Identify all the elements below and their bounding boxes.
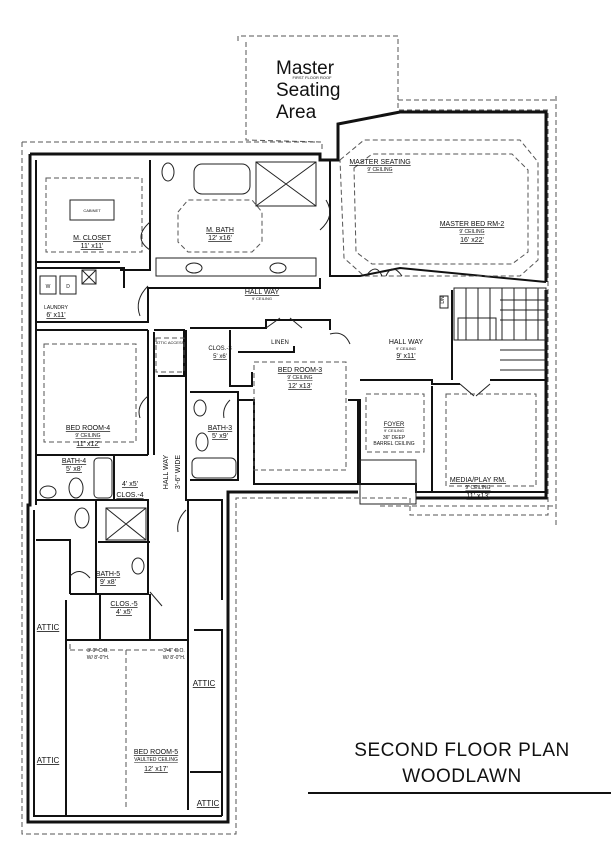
bath3-size: 5' x9'	[212, 433, 228, 440]
m-closet-name: M. CLOSET	[73, 235, 111, 242]
master-tray-ceiling	[177, 139, 539, 277]
bath5-size: 9' x8'	[100, 579, 116, 586]
hall-top-name: HALL WAY	[245, 289, 280, 296]
cabinet-label: CABINET	[83, 208, 101, 213]
interior-walls	[36, 160, 547, 816]
bed3-ceiling: 9' CEILING	[287, 375, 312, 381]
bed3-size: 12' x13'	[288, 383, 312, 390]
master-bed-size: 16' x22'	[460, 237, 484, 244]
bed3-name: BED ROOM-3	[278, 367, 322, 374]
bath4-name: BATH-4	[62, 458, 86, 465]
bed4-ceiling: 9' CEILING	[75, 433, 100, 439]
bed5-size: 12' x17'	[144, 766, 168, 773]
m-bath-name: M. BATH	[206, 227, 234, 234]
media-size: 11' x13'	[466, 493, 489, 500]
hall-right-name: HALL WAY	[389, 339, 424, 346]
doors	[69, 199, 491, 607]
dryer-label: D	[66, 284, 70, 290]
hall-right-ceiling: 9' CEILING	[396, 346, 416, 351]
hall-vertical-line1: HALL WAY	[163, 454, 170, 489]
attic-label: ATTIC	[197, 799, 220, 808]
clos4-size: 4' x5'	[122, 481, 138, 488]
room-labels: Master FIRST FLOOR ROOF Seating Area MAS…	[37, 58, 506, 808]
attic-access-label: ATTIC ACCESS	[156, 340, 185, 345]
bed5-ceiling: VAULTED CEILING	[134, 757, 178, 763]
bath5-name: BATH-5	[96, 571, 120, 578]
hall-right-size: 9' x11'	[396, 353, 415, 360]
attic-label: ATTIC	[37, 756, 60, 765]
foyer-note2: BARREL CEILING	[373, 441, 414, 447]
hall-top-ceiling: 9' CEILING	[252, 296, 272, 301]
foyer-note1: 36" DEEP	[383, 435, 406, 441]
seating-area-line3: Area	[276, 102, 317, 123]
foyer-ceiling: 9' CEILING	[384, 428, 404, 433]
washer-label: W	[46, 284, 51, 290]
clos5-size: 4' x5'	[116, 609, 132, 616]
attic-label: ATTIC	[193, 679, 216, 688]
laundry-name: LAUNDRY	[44, 305, 68, 311]
master-toilet	[161, 162, 175, 182]
master-seating-name: MASTER SEATING	[349, 159, 410, 166]
plan-name: WOODLAWN	[402, 766, 521, 787]
staircase	[453, 287, 547, 371]
hall-vertical-line2: 3'-6" WIDE	[175, 455, 182, 489]
m-bath-size: 12' x16'	[208, 235, 232, 242]
laundry-size: 6' x11'	[46, 312, 65, 319]
linen-label: LINEN	[271, 340, 289, 346]
media-ceiling: 9' CEILING	[465, 485, 490, 491]
master-bed-ceiling: 9' CEILING	[459, 229, 484, 235]
clos3-size: 5' x6'	[213, 354, 227, 360]
stair-dn-label: DN	[440, 296, 446, 304]
plan-title: SECOND FLOOR PLAN	[354, 740, 569, 761]
clos5-name: CLOS.-5	[110, 601, 137, 608]
master-bed-name: MASTER BED RM-2	[440, 221, 505, 228]
co-right-line1: 3'-6" C.O.	[163, 648, 185, 654]
bed5-name: BED ROOM-5	[134, 749, 178, 756]
roof-outline	[21, 35, 557, 835]
clos3-name: CLOS.-3	[208, 346, 232, 352]
seating-area-note: FIRST FLOOR ROOF	[292, 75, 332, 80]
co-left-line2: W/ 8'-0"H.	[87, 655, 109, 661]
ceiling-outlines	[43, 177, 537, 810]
co-left-line1: 3'-0" C.O.	[87, 648, 109, 654]
attic-label: ATTIC	[37, 623, 60, 632]
foyer-name: FOYER	[384, 422, 405, 428]
co-right-line2: W/ 8'-0"H.	[163, 655, 185, 661]
bath3-name: BATH-3	[208, 425, 232, 432]
clos4-name: CLOS.-4	[116, 492, 143, 499]
seating-area-line2: Seating	[276, 80, 340, 101]
bed4-name: BED ROOM-4	[66, 425, 110, 432]
m-closet-size: 11' x11'	[81, 243, 104, 250]
fixtures	[39, 161, 449, 575]
master-seating-ceiling: 9' CEILING	[367, 167, 392, 173]
bath4-size: 5' x8'	[66, 466, 82, 473]
master-tub	[193, 163, 251, 195]
cabinet	[69, 199, 115, 221]
title-block: SECOND FLOOR PLAN WOODLAWN	[308, 740, 611, 794]
media-name: MEDIA/PLAY RM.	[450, 477, 506, 484]
bed4-size: 11' x12'	[76, 441, 99, 448]
seating-area-line1: Master	[276, 58, 335, 79]
